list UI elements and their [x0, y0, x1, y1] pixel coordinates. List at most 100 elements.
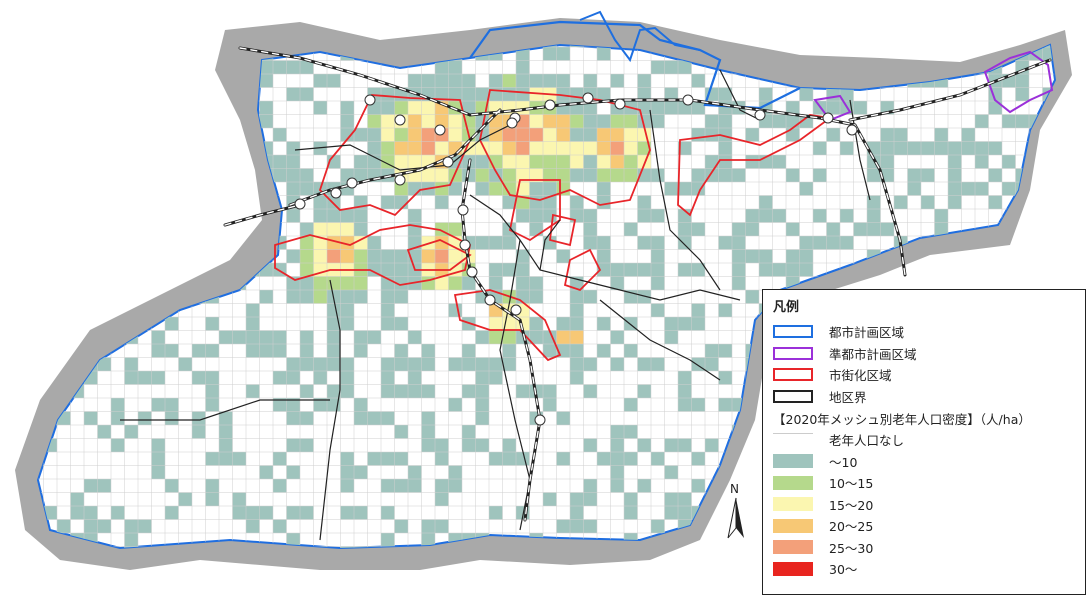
- mesh-cell: [97, 357, 111, 371]
- mesh-cell: [38, 60, 44, 74]
- mesh-cell: [799, 263, 813, 277]
- mesh-cell: [988, 276, 1002, 290]
- mesh-cell: [286, 182, 300, 196]
- mesh-cell: [867, 195, 881, 209]
- mesh-cell: [84, 506, 98, 520]
- mesh-cell: [111, 45, 125, 47]
- mesh-cell: [259, 465, 273, 479]
- mesh-cell: [934, 141, 948, 155]
- mesh-cell: [205, 236, 219, 250]
- mesh-cell: [1042, 236, 1055, 250]
- mesh-cell: [1029, 236, 1043, 250]
- mesh-cell: [70, 141, 84, 155]
- mesh-cell: [421, 128, 435, 142]
- mesh-cell: [759, 195, 773, 209]
- mesh-cell: [651, 519, 665, 533]
- legend-label-class-6: 30～: [829, 562, 858, 578]
- mesh-cell: [394, 182, 408, 196]
- mesh-cell: [651, 249, 665, 263]
- mesh-cell: [97, 209, 111, 223]
- mesh-cell: [408, 101, 422, 115]
- mesh-cell: [637, 114, 651, 128]
- legend-item-none: 老年人口なし: [773, 429, 1075, 451]
- mesh-cell: [800, 20, 814, 34]
- mesh-cell: [408, 357, 422, 371]
- mesh-cell: [745, 465, 759, 479]
- mesh-cell: [57, 74, 71, 88]
- mesh-cell: [691, 479, 705, 493]
- legend-item-class-3: 15～20: [773, 494, 1075, 516]
- mesh-cell: [448, 479, 462, 493]
- mesh-cell: [988, 141, 1002, 155]
- mesh-cell: [718, 344, 732, 358]
- mesh-cell: [300, 438, 314, 452]
- mesh-cell: [70, 128, 84, 142]
- mesh-cell: [97, 101, 111, 115]
- mesh-cell: [435, 479, 449, 493]
- mesh-cell: [678, 222, 692, 236]
- mesh-cell: [705, 438, 719, 452]
- mesh-cell: [205, 155, 219, 169]
- mesh-cell: [178, 114, 192, 128]
- mesh-cell: [597, 236, 611, 250]
- mesh-cell: [381, 411, 395, 425]
- mesh-cell: [529, 222, 543, 236]
- mesh-cell: [610, 438, 624, 452]
- mesh-cell: [907, 141, 921, 155]
- mesh-cell: [651, 114, 665, 128]
- mesh-cell: [300, 276, 314, 290]
- mesh-cell: [165, 141, 179, 155]
- mesh-cell: [826, 101, 840, 115]
- mesh-cell: [111, 209, 125, 223]
- mesh-cell: [516, 195, 530, 209]
- mesh-cell: [354, 330, 368, 344]
- mesh-cell: [597, 249, 611, 263]
- mesh-cell: [273, 519, 287, 533]
- mesh-cell: [664, 87, 678, 101]
- mesh-cell: [786, 101, 800, 115]
- legend-swatch-quasi-planning: [773, 346, 813, 360]
- mesh-cell: [327, 195, 341, 209]
- mesh-cell: [610, 114, 624, 128]
- mesh-cell: [583, 74, 597, 88]
- mesh-cell: [43, 87, 57, 101]
- mesh-cell: [745, 249, 759, 263]
- legend-swatch-none: [773, 432, 813, 447]
- mesh-cell: [516, 155, 530, 169]
- mesh-cell: [97, 249, 111, 263]
- mesh-cell: [300, 290, 314, 304]
- mesh-cell: [178, 492, 192, 506]
- mesh-cell: [178, 263, 192, 277]
- mesh-cell: [691, 398, 705, 412]
- mesh-cell: [38, 263, 44, 277]
- mesh-cell: [300, 222, 314, 236]
- mesh-cell: [192, 195, 206, 209]
- mesh-cell: [475, 371, 489, 385]
- mesh-cell: [462, 344, 476, 358]
- mesh-cell: [394, 141, 408, 155]
- mesh-cell: [556, 141, 570, 155]
- mesh-cell: [205, 371, 219, 385]
- mesh-cell: [786, 20, 800, 34]
- mesh-cell: [543, 74, 557, 88]
- mesh-cell: [43, 303, 57, 317]
- mesh-cell: [840, 236, 854, 250]
- mesh-cell: [327, 249, 341, 263]
- mesh-cell: [408, 114, 422, 128]
- mesh-cell: [327, 344, 341, 358]
- legend-swatch-class-6: [773, 561, 813, 576]
- mesh-cell: [381, 101, 395, 115]
- mesh-cell: [205, 45, 219, 47]
- mesh-cell: [232, 155, 246, 169]
- mesh-cell: [624, 155, 638, 169]
- mesh-cell: [867, 168, 881, 182]
- mesh-cell: [205, 384, 219, 398]
- mesh-cell: [948, 263, 962, 277]
- mesh-cell: [313, 371, 327, 385]
- mesh-cell: [300, 330, 314, 344]
- mesh-cell: [408, 155, 422, 169]
- mesh-cell: [786, 114, 800, 128]
- mesh-cell: [570, 290, 584, 304]
- mesh-cell: [313, 101, 327, 115]
